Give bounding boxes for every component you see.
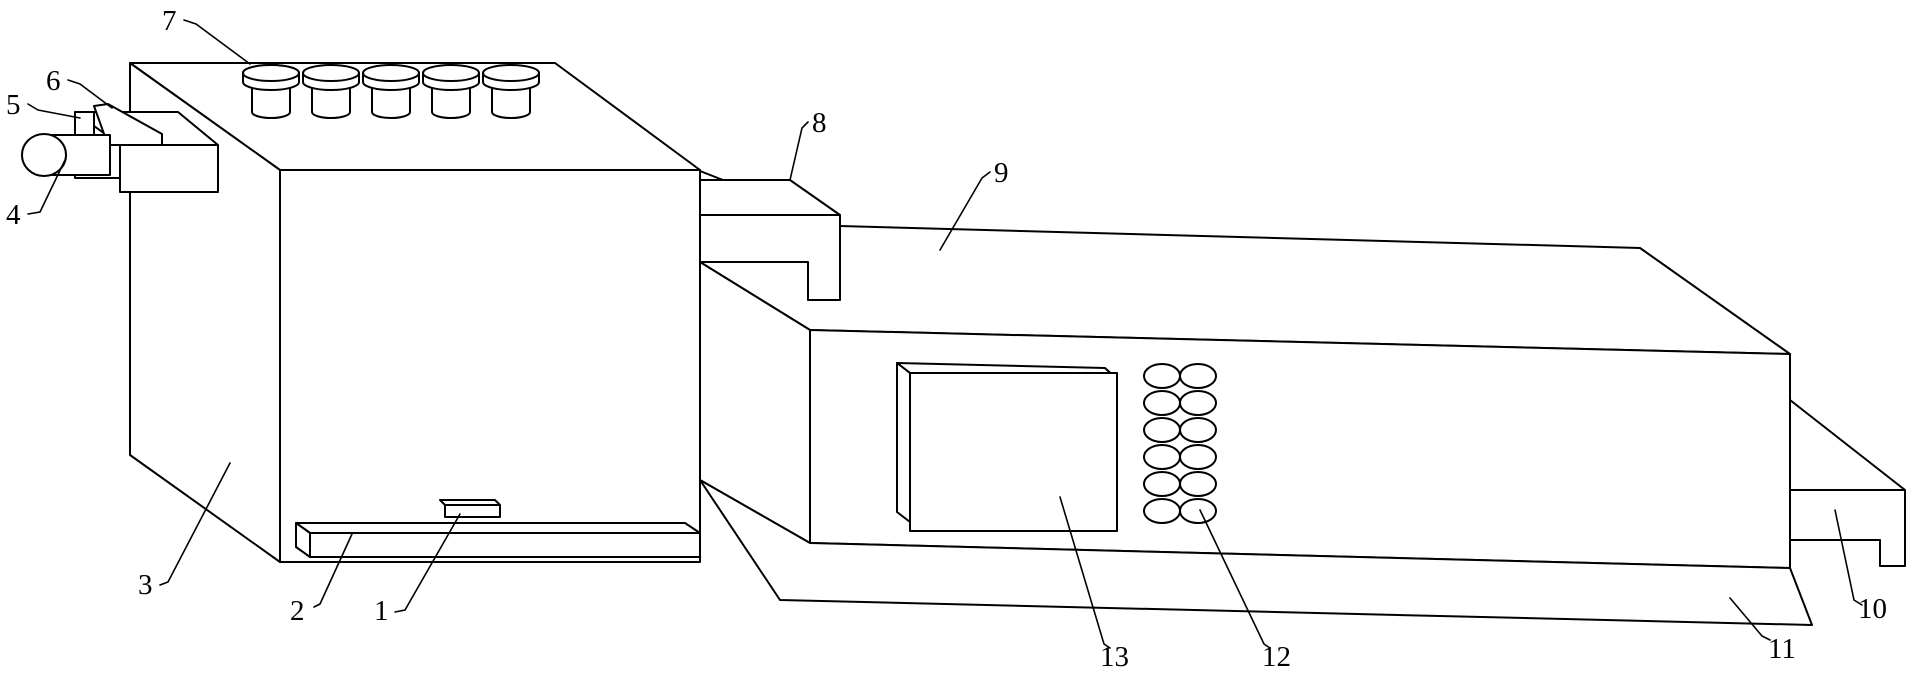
panel-button[interactable] <box>1179 444 1217 470</box>
panel-button[interactable] <box>1179 417 1217 443</box>
knob[interactable] <box>362 64 420 119</box>
right-bracket <box>1789 399 1906 567</box>
label-6: 6 <box>46 65 61 97</box>
panel-button[interactable] <box>1179 390 1217 416</box>
panel-button[interactable] <box>1179 363 1217 389</box>
feed-assembly <box>21 103 219 193</box>
bracket-front-face <box>1789 489 1906 567</box>
leader-5 <box>27 103 81 119</box>
leader-13 <box>1059 496 1111 649</box>
leader-6 <box>67 79 113 109</box>
label-7: 7 <box>162 5 177 37</box>
panel-button[interactable] <box>1143 444 1181 470</box>
display-screen <box>896 362 1118 532</box>
reference-labels: 1 2 3 4 5 6 7 8 9 10 11 12 13 <box>6 5 1887 673</box>
screen-face <box>909 372 1118 532</box>
knob[interactable] <box>242 64 300 119</box>
tray-top <box>295 522 701 534</box>
panel-button[interactable] <box>1143 471 1181 497</box>
label-1: 1 <box>374 595 389 627</box>
leader-2 <box>313 533 353 608</box>
tray-face <box>309 532 701 558</box>
leader-4 <box>27 157 67 215</box>
label-4: 4 <box>6 199 21 231</box>
knob[interactable] <box>422 64 480 119</box>
leader-10 <box>1834 509 1863 606</box>
panel-button[interactable] <box>1179 498 1217 524</box>
bracket-top-face <box>1789 399 1906 491</box>
leader-7 <box>183 19 251 65</box>
conveyor-base <box>699 479 1813 626</box>
label-3: 3 <box>138 569 153 601</box>
leader-1 <box>394 513 461 613</box>
knob[interactable] <box>482 64 540 119</box>
feed-tube-end <box>21 133 67 177</box>
knob[interactable] <box>302 64 360 119</box>
panel-button[interactable] <box>1143 390 1181 416</box>
leader-12 <box>1199 509 1271 649</box>
leader-3 <box>159 462 231 586</box>
conveyor-top-face <box>699 170 1791 355</box>
cabinet-front-face <box>279 169 701 563</box>
label-13: 13 <box>1100 641 1129 673</box>
screen-left-edge <box>896 362 911 523</box>
knob-row <box>242 64 540 119</box>
tray-handle[interactable] <box>439 499 501 518</box>
leader-lines <box>27 19 1863 649</box>
leader-8 <box>789 121 809 181</box>
panel-button[interactable] <box>1143 417 1181 443</box>
conveyor-body <box>699 170 1813 626</box>
label-5: 5 <box>6 89 21 121</box>
label-8: 8 <box>812 107 827 139</box>
panel-button[interactable] <box>1143 498 1181 524</box>
panel-button[interactable] <box>1179 471 1217 497</box>
label-10: 10 <box>1858 593 1887 625</box>
arm-top-face <box>699 179 841 216</box>
leader-9 <box>939 171 991 251</box>
feed-housing-front <box>119 144 219 193</box>
button-grid <box>1143 363 1217 524</box>
bottom-tray <box>295 522 701 558</box>
main-cabinet <box>129 62 701 563</box>
label-9: 9 <box>994 157 1009 189</box>
label-2: 2 <box>290 595 305 627</box>
leader-11 <box>1729 597 1771 641</box>
label-11: 11 <box>1768 633 1796 665</box>
panel-button[interactable] <box>1143 363 1181 389</box>
label-12: 12 <box>1262 641 1291 673</box>
